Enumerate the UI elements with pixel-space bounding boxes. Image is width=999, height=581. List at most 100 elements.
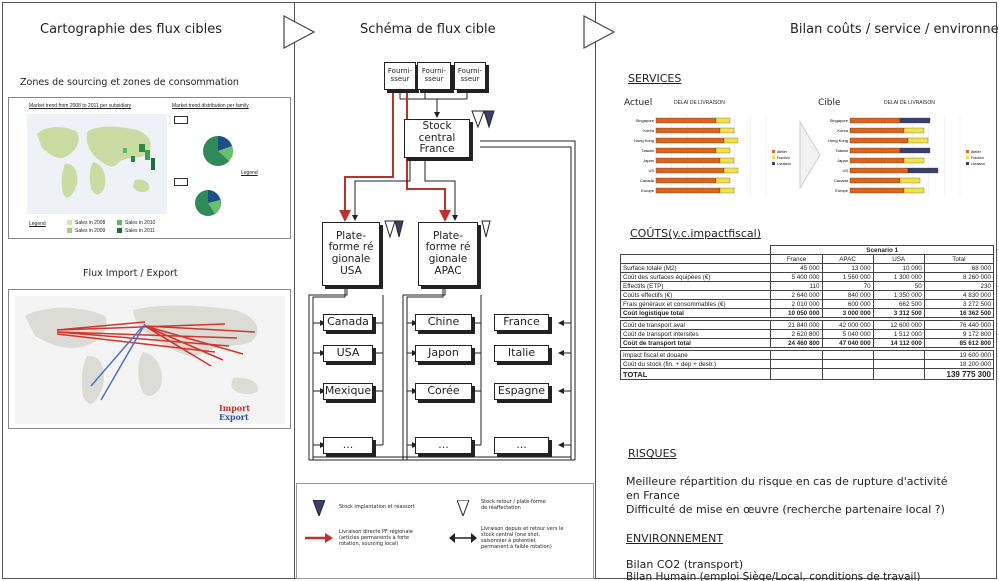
country-japon: Japon bbox=[415, 345, 472, 362]
bar-segment bbox=[899, 147, 931, 154]
cell-france: 2 640 000 bbox=[770, 290, 823, 300]
legend-stock-retour: Stock retour / plate-forme de réaffectat… bbox=[481, 499, 546, 511]
cell-usa: 662 500 bbox=[872, 299, 925, 309]
legend-label: Fraction bbox=[971, 156, 984, 160]
legend-sales-2008: Sales in 2008 bbox=[75, 220, 106, 226]
bar-segment bbox=[849, 157, 905, 164]
bar-segment bbox=[655, 117, 717, 124]
bar-segment bbox=[655, 137, 725, 144]
map1-box-b bbox=[174, 178, 188, 186]
flow-connectors bbox=[308, 89, 576, 461]
cell-total: 3 272 500 bbox=[923, 299, 995, 309]
cell-usa: 10 000 bbox=[872, 263, 925, 273]
flow-legend: Stock implantation et réassort Stock ret… bbox=[296, 483, 594, 579]
legend-livraison-directe: Livraison directe PF régionale (articles… bbox=[339, 529, 413, 547]
env-title: ENVIRONNEMENT bbox=[626, 532, 724, 545]
cell-usa: 1 350 000 bbox=[872, 290, 925, 300]
bar-segment bbox=[723, 137, 739, 144]
bar-segment bbox=[907, 137, 929, 144]
cell-france: 24 460 800 bbox=[770, 338, 823, 348]
legend-label: Livraison bbox=[971, 162, 985, 166]
country-label: Singapore bbox=[636, 118, 655, 123]
cell-apac: 3 000 000 bbox=[821, 308, 874, 318]
bar-segment bbox=[903, 187, 925, 194]
bar-segment bbox=[899, 117, 931, 124]
header-arrow-1 bbox=[283, 15, 316, 49]
bar-segment bbox=[849, 187, 905, 194]
country-coree: Corée bbox=[415, 383, 472, 400]
legend-swatch bbox=[772, 150, 775, 153]
header-schema: Schéma de flux cible bbox=[360, 22, 496, 37]
bar-segment bbox=[715, 117, 731, 124]
flux-title: Flux Import / Export bbox=[83, 268, 178, 279]
bar-segment bbox=[719, 157, 735, 164]
legend-sales-2009: Sales in 2009 bbox=[75, 228, 106, 234]
country-italie: Italie bbox=[494, 345, 549, 362]
legend-sales-2011: Sales in 2011 bbox=[125, 228, 155, 234]
country-label: Korea bbox=[837, 128, 848, 133]
cell-usa: 14 112 000 bbox=[872, 338, 925, 348]
chart-actuel-title: DELAI DE LIVRAISON bbox=[674, 100, 725, 106]
cell-apac: 600 000 bbox=[821, 299, 874, 309]
supplier-box-1: Fourni- sseur bbox=[384, 62, 416, 90]
bar-segment bbox=[903, 127, 925, 134]
bar-segment bbox=[655, 127, 721, 134]
legend-swatch-2009 bbox=[67, 228, 72, 233]
platform-usa: Plate- forme ré gionale USA bbox=[322, 222, 380, 286]
import-export-map-panel: Import Export bbox=[8, 289, 291, 429]
header-arrow-2 bbox=[583, 15, 616, 49]
legend-stock-implant: Stock implantation et réassort bbox=[339, 504, 415, 510]
chart-cible-title: DELAI DE LIVRAISON bbox=[884, 100, 935, 106]
row-label: Surface totale (M2) bbox=[619, 263, 772, 273]
cell-total: 16 362 500 bbox=[923, 308, 995, 318]
cell-france: 45 000 bbox=[770, 263, 823, 273]
country-espagne: Espagne bbox=[494, 383, 549, 400]
platform-apac: Plate- forme ré gionale APAC bbox=[418, 222, 478, 286]
country-label: US bbox=[842, 168, 848, 173]
map1-legend-title: Legend bbox=[241, 170, 258, 176]
bar-segment bbox=[723, 167, 739, 174]
bar-segment bbox=[907, 167, 939, 174]
sourcing-map-panel: Market trend from 2008 to 2011 per subsi… bbox=[8, 97, 291, 239]
cell-usa: 12 600 000 bbox=[872, 320, 925, 330]
bar-segment bbox=[849, 127, 905, 134]
legend-swatch-2010 bbox=[117, 220, 122, 225]
legend-label: Fraction bbox=[777, 156, 790, 160]
bar-segment bbox=[849, 137, 909, 144]
cell-france: 10 050 000 bbox=[770, 308, 823, 318]
country-fr-more: ... bbox=[494, 437, 549, 454]
map1-legend-label: Legend bbox=[29, 221, 46, 227]
cell-usa: 3 312 500 bbox=[872, 308, 925, 318]
country-usa-more: ... bbox=[323, 437, 373, 454]
cell-total: 8 260 000 bbox=[923, 272, 995, 282]
cell-apac: 840 000 bbox=[821, 290, 874, 300]
cell-usa: 50 bbox=[872, 281, 925, 291]
stock-total: 18 200 000 bbox=[923, 359, 995, 369]
legend-white-triangle-icon bbox=[457, 500, 469, 516]
country-apac-more: ... bbox=[415, 437, 472, 454]
cell-france: 110 bbox=[770, 281, 823, 291]
legend-swatch bbox=[772, 162, 775, 165]
cell-total: 76 440 000 bbox=[923, 320, 995, 330]
right-column-frame bbox=[595, 2, 997, 579]
country-label: Europe bbox=[835, 188, 849, 193]
pie-chart-1 bbox=[203, 136, 233, 166]
country-label: Hong Kong bbox=[634, 138, 654, 143]
legend-swatch bbox=[966, 156, 969, 159]
cell-france: 2 010 000 bbox=[770, 299, 823, 309]
cell-apac: 47 040 000 bbox=[821, 338, 874, 348]
cell-france: 21 840 000 bbox=[770, 320, 823, 330]
map2-legend-import: Import bbox=[219, 403, 251, 413]
row-impact: Impact fiscal et douane 19 600 000 bbox=[619, 350, 995, 360]
bar-segment bbox=[655, 167, 725, 174]
cell-apac: 70 bbox=[821, 281, 874, 291]
bar-segment bbox=[655, 147, 717, 154]
cell-france: 2 620 800 bbox=[770, 329, 823, 339]
total-label: TOTAL bbox=[619, 368, 772, 380]
label-actuel: Actuel bbox=[624, 98, 653, 108]
bar-segment bbox=[719, 127, 735, 134]
cost-table: Scenario 1 France APAC USA Total Surface… bbox=[619, 245, 995, 380]
row-label: Coût de transport total bbox=[619, 338, 772, 348]
